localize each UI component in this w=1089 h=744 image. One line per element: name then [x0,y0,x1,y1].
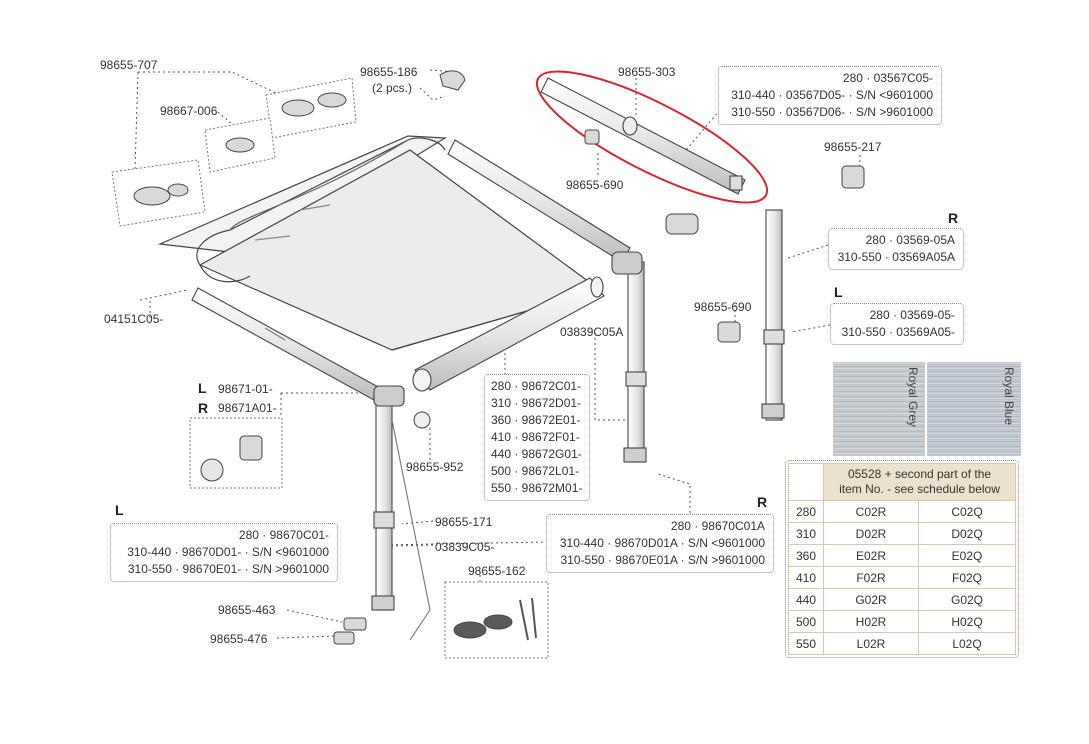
schedule-size: 440 [788,588,824,611]
right-leg-r-part-1: 280 · 03569-05A [865,233,955,247]
schedule-header-line-2: item No. - see schedule below [839,482,1000,496]
right-leg-l-part-2: 310-550 · 03569A05- [841,325,955,339]
case-right-part-3: 310-550 · 98670E01A · S/N >9601000 [560,553,766,567]
roller-part-360: 360 · 98672E01- [491,413,581,427]
schedule-blue-code: G02Q [918,588,1016,611]
schedule-blue-code: L02Q [918,632,1016,655]
schedule-size: 310 [788,522,824,545]
schedule-blue-code: F02Q [918,566,1016,589]
schedule-size: 550 [788,632,824,655]
roller-part-280: 280 · 98672C01- [491,379,582,393]
front-bar-part-2: 310-440 · 03567D05- · S/N <9601000 [731,88,933,102]
roller-part-410: 410 · 98672F01- [491,430,580,444]
highlight-ellipse [535,70,769,204]
schedule-grey-code: F02R [822,566,920,589]
roller-part-550: 550 · 98672M01- [491,481,583,495]
roller-part-500: 500 · 98672L01- [491,464,580,478]
fabric-swatch-royal-blue: Royal Blue [927,362,1021,456]
schedule-grey-code: L02R [822,632,920,655]
label-98671A01: 98671A01- [218,401,277,415]
case-left-part-3: 310-550 · 98670E01- · S/N >9601000 [127,562,329,576]
schedule-grey-code: H02R [822,610,920,633]
schedule-row: 500 H02R H02Q [788,610,1016,633]
right-leg-r-box: 280 · 03569-05A 310-550 · 03569A05A [828,228,964,270]
side-marker-r-bottom: R [757,494,768,510]
label-03839C05A: 03839C05A [560,325,624,339]
schedule-row: 550 L02R L02Q [788,632,1016,655]
schedule-size: 360 [788,544,824,567]
case-right-part-1: 280 · 98670C01A [670,519,765,533]
hardware-parts [111,70,865,659]
royal-blue-label: Royal Blue [1002,367,1016,426]
fabric-schedule-table: 05528 + second part of the item No. - se… [785,460,1019,658]
label-98671-01: 98671-01- [218,382,273,396]
royal-grey-texture [834,363,924,455]
label-98655-707: 98655-707 [100,58,158,72]
awning-case [157,135,602,351]
label-98655-463: 98655-463 [218,603,276,617]
left-leg [371,385,431,641]
schedule-size: 280 [788,500,824,523]
fabric-swatch-royal-grey: Royal Grey [833,362,925,456]
schedule-blue-code: E02Q [918,544,1016,567]
schedule-grey-code: G02R [822,588,920,611]
label-98655-303: 98655-303 [618,65,676,79]
label-98655-952: 98655-952 [406,460,464,474]
front-bar-part-3: 310-550 · 03567D06- · S/N >9601000 [731,105,933,119]
label-98655-217: 98655-217 [824,140,882,154]
roller-parts-box: 280 · 98672C01- 310 · 98672D01- 360 · 98… [484,374,590,501]
schedule-header-line-1: 05528 + second part of the [847,467,992,481]
leader-lines [134,69,861,639]
front-bar-parts-box: 280 · 03567C05- 310-440 · 03567D05- · S/… [718,66,942,125]
royal-grey-label: Royal Grey [906,367,920,428]
right-leg-l-box: 280 · 03569-05- 310-550 · 03569A05- [830,303,964,345]
label-98655-186-qty: (2 pcs.) [372,81,413,95]
schedule-row: 410 F02R F02Q [788,566,1016,589]
roller-part-310: 310 · 98672D01- [491,396,582,410]
label-98655-690-top: 98655-690 [566,178,624,192]
front-bar-part-1: 280 · 03567C05- [842,71,933,85]
side-marker-r-left: R [198,400,209,416]
roller-part-440: 440 · 98672G01- [491,447,582,461]
schedule-grey-code: C02R [822,500,920,523]
schedule-header: 05528 + second part of the item No. - se… [823,463,1016,501]
label-04151C05: 04151C05- [104,312,164,326]
right-leg-r-part-2: 310-550 · 03569A05A [837,250,955,264]
schedule-blue-code: H02Q [918,610,1016,633]
right-leg-l-part-1: 280 · 03569-05- [869,308,955,322]
side-marker-r-top: R [948,210,959,226]
case-right-part-2: 310-440 · 98670D01A · S/N <9601000 [559,536,765,550]
label-98667-006: 98667-006 [160,104,218,118]
schedule-row: 440 G02R G02Q [788,588,1016,611]
front-bar [535,70,769,204]
schedule-size: 410 [788,566,824,589]
schedule-row: 310 D02R D02Q [788,522,1016,545]
schedule-row: 360 E02R E02Q [788,544,1016,567]
schedule-header-row: 05528 + second part of the item No. - se… [788,463,1016,501]
side-marker-l-bottom: L [115,502,124,518]
label-98655-476: 98655-476 [210,632,268,646]
schedule-size: 500 [788,610,824,633]
schedule-blue-code: D02Q [918,522,1016,545]
case-left-part-2: 310-440 · 98670D01- · S/N <9601000 [127,545,329,559]
label-98655-162: 98655-162 [468,564,526,578]
schedule-grey-code: E02R [822,544,920,567]
side-marker-l-upper: L [834,284,843,300]
schedule-grey-code: D02R [822,522,920,545]
royal-blue-texture [928,363,1020,455]
label-98655-690-mid: 98655-690 [694,300,752,314]
side-marker-l-left: L [198,380,207,396]
case-right-box: 280 · 98670C01A 310-440 · 98670D01A · S/… [546,514,774,573]
case-left-box: 280 · 98670C01- 310-440 · 98670D01- · S/… [110,523,338,582]
right-legs [611,209,785,463]
schedule-row: 280 C02R C02Q [788,500,1016,523]
label-98655-171: 98655-171 [435,515,493,529]
roller-tube [412,276,605,392]
label-98655-186: 98655-186 [360,65,418,79]
schedule-blue-code: C02Q [918,500,1016,523]
label-03839C05: 03839C05- [435,540,495,554]
case-left-part-1: 280 · 98670C01- [238,528,329,542]
